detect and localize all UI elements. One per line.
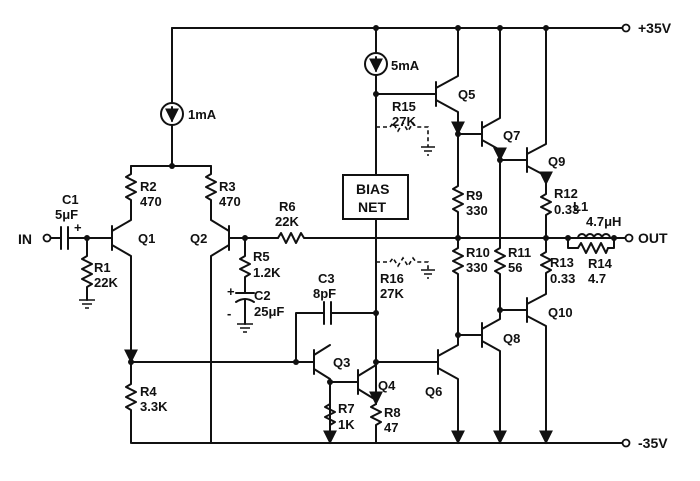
r10-value: 330 [466, 260, 488, 275]
negative-rail: -35V [131, 435, 668, 451]
output-network: L1 4.7μH R14 4.7 OUT [565, 199, 668, 286]
q7-label: Q7 [503, 128, 520, 143]
r14-label: R14 [588, 256, 613, 271]
resistor-r5: R5 1.2K [239, 237, 281, 293]
resistor-r4: R4 3.3K [125, 359, 168, 444]
current-source-1ma: 1mA [160, 27, 217, 169]
resistor-r6: R6 22K [275, 199, 626, 244]
c1-label: C1 [62, 192, 79, 207]
l1-value: 4.7μH [586, 214, 621, 229]
resistor-r16: R16 27K [376, 256, 435, 301]
capacitor-c1: C1 5μF + [55, 192, 101, 250]
r6-value: 22K [275, 214, 299, 229]
r6-label: R6 [279, 199, 296, 214]
resistor-r11: R11 56 [494, 159, 531, 313]
r12-label: R12 [554, 186, 578, 201]
q1-label: Q1 [138, 231, 155, 246]
transistor-q8: Q8 [457, 309, 520, 445]
output-label: OUT [638, 230, 668, 246]
l1-label: L1 [573, 199, 588, 214]
c1-value: 5μF [55, 207, 78, 222]
transistor-q6: Q6 [373, 332, 465, 445]
c3-label: C3 [318, 271, 335, 286]
vas-source-label: 5mA [391, 58, 420, 73]
resistor-r2: R2 470 [125, 165, 162, 209]
capacitor-c3: C3 8pF [295, 271, 379, 363]
c2-plus: + [227, 284, 235, 299]
positive-rail: +35V [171, 20, 672, 36]
q6-label: Q6 [425, 384, 442, 399]
r1-label: R1 [94, 260, 111, 275]
r16-label: R16 [380, 271, 404, 286]
q5-label: Q5 [458, 87, 475, 102]
r1-value: 22K [94, 275, 118, 290]
r4-label: R4 [140, 384, 157, 399]
q9-label: Q9 [548, 154, 565, 169]
r4-value: 3.3K [140, 399, 168, 414]
resistor-r12: R12 0.33 [540, 183, 579, 239]
capacitor-c2: + - C2 25μF [227, 284, 284, 333]
r5-value: 1.2K [253, 265, 281, 280]
r2-value: 470 [140, 194, 162, 209]
resistor-r8: R8 47 [370, 403, 401, 444]
r13-label: R13 [550, 255, 574, 270]
resistor-r3: R3 470 [205, 165, 241, 209]
r11-value: 56 [508, 260, 522, 275]
r14-value: 4.7 [588, 271, 606, 286]
r9-value: 330 [466, 203, 488, 218]
c1-plus: + [74, 220, 82, 235]
r12-value: 0.33 [554, 202, 579, 217]
q8-label: Q8 [503, 331, 520, 346]
negative-supply-label: -35V [638, 435, 668, 451]
resistor-r13: R13 0.33 [540, 237, 575, 291]
q2-label: Q2 [190, 231, 207, 246]
r8-label: R8 [384, 405, 401, 420]
resistor-r7: R7 1K [324, 399, 355, 444]
r8-value: 47 [384, 420, 398, 435]
c2-label: C2 [254, 288, 271, 303]
transistor-q1: Q1 [99, 201, 155, 364]
q4-label: Q4 [378, 378, 396, 393]
r2-label: R2 [140, 179, 157, 194]
r5-label: R5 [253, 249, 270, 264]
r11-label: R11 [508, 245, 531, 260]
resistor-r9: R9 330 [452, 131, 488, 239]
input-terminal: IN [18, 231, 62, 247]
q3-label: Q3 [333, 355, 350, 370]
r10-label: R10 [466, 245, 490, 260]
bias-net-line1: BIAS [356, 181, 389, 197]
bias-net: BIAS NET [342, 174, 409, 405]
r16-value: 27K [380, 286, 404, 301]
input-label: IN [18, 231, 32, 247]
bias-net-line2: NET [358, 199, 386, 215]
resistor-r10: R10 330 [452, 237, 490, 336]
c2-value: 25μF [254, 304, 284, 319]
transistor-q2: Q2 [190, 201, 246, 444]
r13-value: 0.33 [550, 271, 575, 286]
r15-value: 27K [392, 114, 416, 129]
r7-label: R7 [338, 401, 355, 416]
c3-value: 8pF [313, 286, 336, 301]
transistor-q5: Q5 [373, 27, 475, 136]
c2-minus: - [227, 306, 231, 321]
r3-value: 470 [219, 194, 241, 209]
resistor-r15: R15 27K [376, 99, 435, 156]
transistor-q9: Q9 [497, 25, 565, 186]
r15-label: R15 [392, 99, 416, 114]
transistor-q10: Q10 [499, 289, 573, 445]
r3-label: R3 [219, 179, 236, 194]
r9-label: R9 [466, 188, 483, 203]
resistor-r1: R1 22K [79, 235, 118, 309]
r7-value: 1K [338, 417, 355, 432]
q10-label: Q10 [548, 305, 573, 320]
tail-source-label: 1mA [188, 107, 217, 122]
transistor-q7: Q7 [455, 25, 520, 162]
positive-supply-label: +35V [638, 20, 672, 36]
